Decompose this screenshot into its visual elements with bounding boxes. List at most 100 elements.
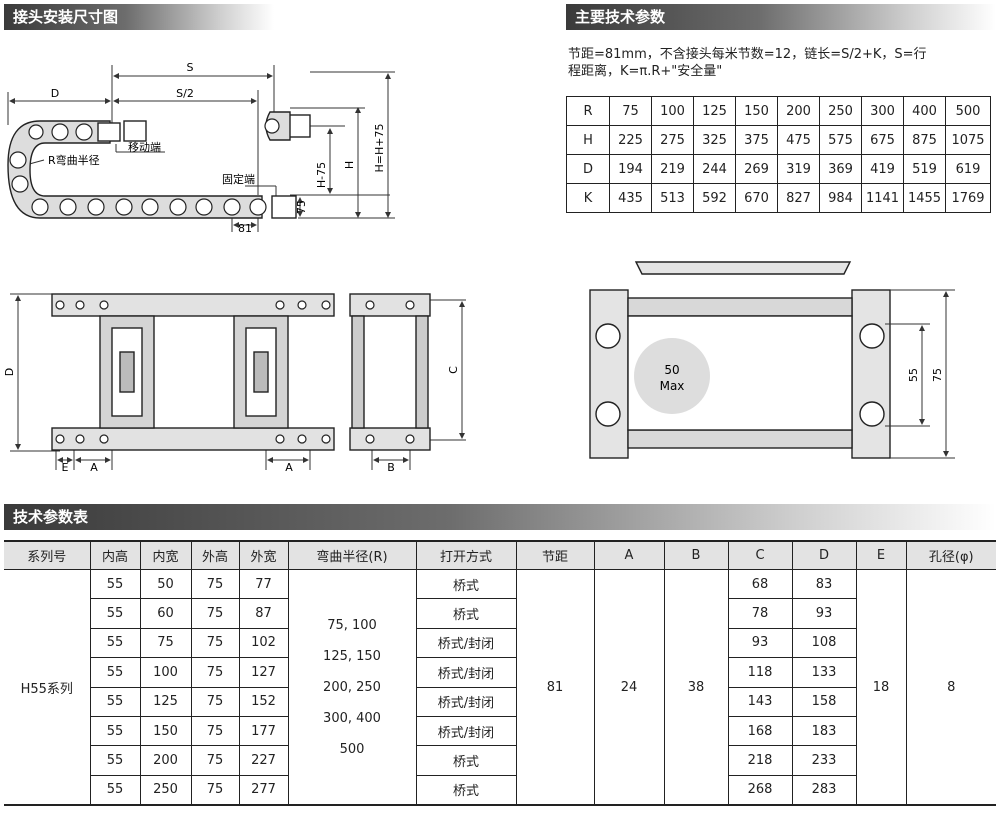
pitch-cell: 81	[515, 569, 595, 806]
h-label: H	[343, 161, 356, 169]
link-a-label: A	[90, 461, 98, 474]
params-cell: 513	[651, 183, 694, 213]
spec-header-cell: 节距	[515, 541, 595, 570]
spec-header-cell: D	[791, 541, 857, 570]
table-cell: 127	[238, 657, 289, 688]
table-cell: 50	[139, 569, 192, 600]
section-title: 技术参数表	[13, 508, 89, 526]
table-cell: 55	[89, 715, 141, 747]
params-cell: 875	[903, 125, 946, 155]
bend-radius-value: 75, 100	[327, 617, 377, 633]
series-cell: H55系列	[4, 569, 91, 806]
spec-header-cell: 孔径(φ)	[905, 541, 996, 570]
params-cell: 984	[819, 183, 862, 213]
table-cell: 93	[791, 598, 857, 629]
params-cell: 670	[735, 183, 778, 213]
params-cell: 435	[609, 183, 652, 213]
spec-header-cell: 内宽	[139, 541, 192, 570]
table-cell: 75	[190, 715, 240, 747]
spec-header-cell: 外高	[190, 541, 240, 570]
dim-d-label: D	[51, 87, 59, 100]
params-cell: 500	[945, 96, 991, 126]
table-cell: 55	[89, 657, 141, 688]
installation-diagram: S D S/2 R弯曲半径 移动端 固定端 81 H-75 H H=H+75 7…	[7, 61, 395, 235]
dim-s-label: S	[187, 61, 194, 74]
inner-height-label: 55	[907, 368, 920, 382]
params-cell: 675	[861, 125, 904, 155]
table-cell: 桥式/封闭	[415, 657, 517, 688]
params-cell: 100	[651, 96, 694, 126]
max-word-label: Max	[660, 379, 685, 393]
table-cell: 桥式/封闭	[415, 627, 517, 659]
params-row-label: H	[566, 125, 610, 155]
table-cell: 75	[190, 745, 240, 776]
params-cell: 75	[609, 96, 652, 126]
bend-radius-value: 500	[339, 741, 365, 757]
params-cell: 325	[693, 125, 736, 155]
params-cell: 269	[735, 154, 778, 184]
table-cell: 75	[190, 598, 240, 629]
table-cell: 77	[238, 569, 289, 600]
params-cell: 375	[735, 125, 778, 155]
link-e-label: E	[62, 461, 69, 474]
link-a2-label: A	[285, 461, 293, 474]
table-cell: 268	[727, 774, 793, 806]
bend-radius-value: 300, 400	[323, 710, 381, 726]
params-cell: 592	[693, 183, 736, 213]
params-cell: 125	[693, 96, 736, 126]
table-cell: 桥式/封闭	[415, 686, 517, 717]
table-cell: 55	[89, 745, 141, 776]
table-cell: 75	[190, 657, 240, 688]
table-cell: 55	[89, 598, 141, 629]
params-cell: 194	[609, 154, 652, 184]
table-cell: 87	[238, 598, 289, 629]
table-cell: 233	[791, 745, 857, 776]
params-cell: 1455	[903, 183, 946, 213]
params-cell: 275	[651, 125, 694, 155]
main-params-description: 节距=81mm，不含接头每米节数=12，链长=S/2+K，S=行 程距离，K=π…	[568, 46, 988, 80]
section-header-spec: 技术参数表	[4, 504, 996, 530]
table-cell: 桥式/封闭	[415, 715, 517, 747]
max-diameter-circle	[634, 338, 710, 414]
table-cell: 177	[238, 715, 289, 747]
params-cell: 827	[777, 183, 820, 213]
params-cell: 475	[777, 125, 820, 155]
hole-cell: 8	[905, 569, 996, 806]
table-cell: 75	[139, 627, 192, 659]
h-75-label: H-75	[315, 162, 328, 188]
params-cell: 219	[651, 154, 694, 184]
table-cell: 250	[139, 774, 192, 806]
params-cell: 225	[609, 125, 652, 155]
table-cell: 277	[238, 774, 289, 806]
e-cell: 18	[855, 569, 907, 806]
link-d-label: D	[3, 368, 16, 376]
section-title: 接头安装尺寸图	[13, 8, 119, 26]
table-cell: 55	[89, 686, 141, 717]
table-cell: 桥式	[415, 569, 517, 600]
bend-radius-label: R弯曲半径	[48, 153, 100, 167]
params-cell: 1141	[861, 183, 904, 213]
spec-header-cell: 外宽	[238, 541, 289, 570]
table-cell: 桥式	[415, 774, 517, 806]
table-cell: 143	[727, 686, 793, 717]
section-title: 主要技术参数	[575, 8, 666, 26]
moving-end-label: 移动端	[128, 141, 161, 154]
h-total-label: H=H+75	[373, 124, 386, 173]
section-header-install: 接头安装尺寸图	[4, 4, 274, 30]
dim-s2-label: S/2	[176, 87, 194, 100]
params-cell: 619	[945, 154, 991, 184]
max-value-label: 50	[664, 363, 679, 377]
table-cell: 75	[190, 569, 240, 600]
table-cell: 108	[791, 627, 857, 659]
params-cell: 300	[861, 96, 904, 126]
table-cell: 150	[139, 715, 192, 747]
table-cell: 桥式	[415, 745, 517, 776]
